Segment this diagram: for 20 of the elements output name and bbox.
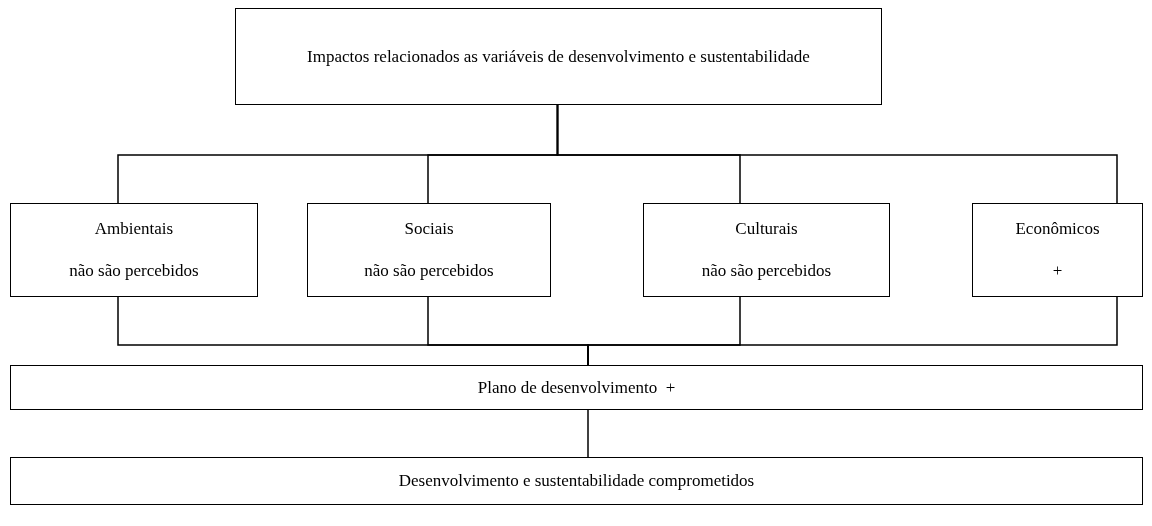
process-box	[307, 203, 551, 297]
box-text: Ambientais	[94, 218, 174, 240]
connector-line	[587, 409, 589, 458]
box-text: Desenvolvimento e sustentabilidade comprometidos	[398, 470, 755, 492]
box-text: não são percebidos	[69, 260, 199, 282]
box-text: Econômicos	[1015, 218, 1100, 240]
box-text: Impactos relacionados as variáveis de desenvolvimento e sustentabilidade	[307, 45, 810, 68]
process-box	[10, 365, 1143, 410]
connector-line	[556, 104, 1118, 204]
box-text: não são percebidos	[364, 260, 494, 282]
process-box	[235, 8, 882, 105]
box-text: +	[1052, 260, 1063, 282]
box-text: Plano de desenvolvimento +	[477, 376, 676, 399]
process-box	[10, 457, 1143, 505]
box-text: Sociais	[404, 218, 454, 240]
process-box	[10, 203, 258, 297]
box-text: Culturais	[735, 218, 798, 240]
process-box	[972, 203, 1143, 297]
process-box	[643, 203, 890, 297]
box-text: não são percebidos	[701, 260, 832, 282]
